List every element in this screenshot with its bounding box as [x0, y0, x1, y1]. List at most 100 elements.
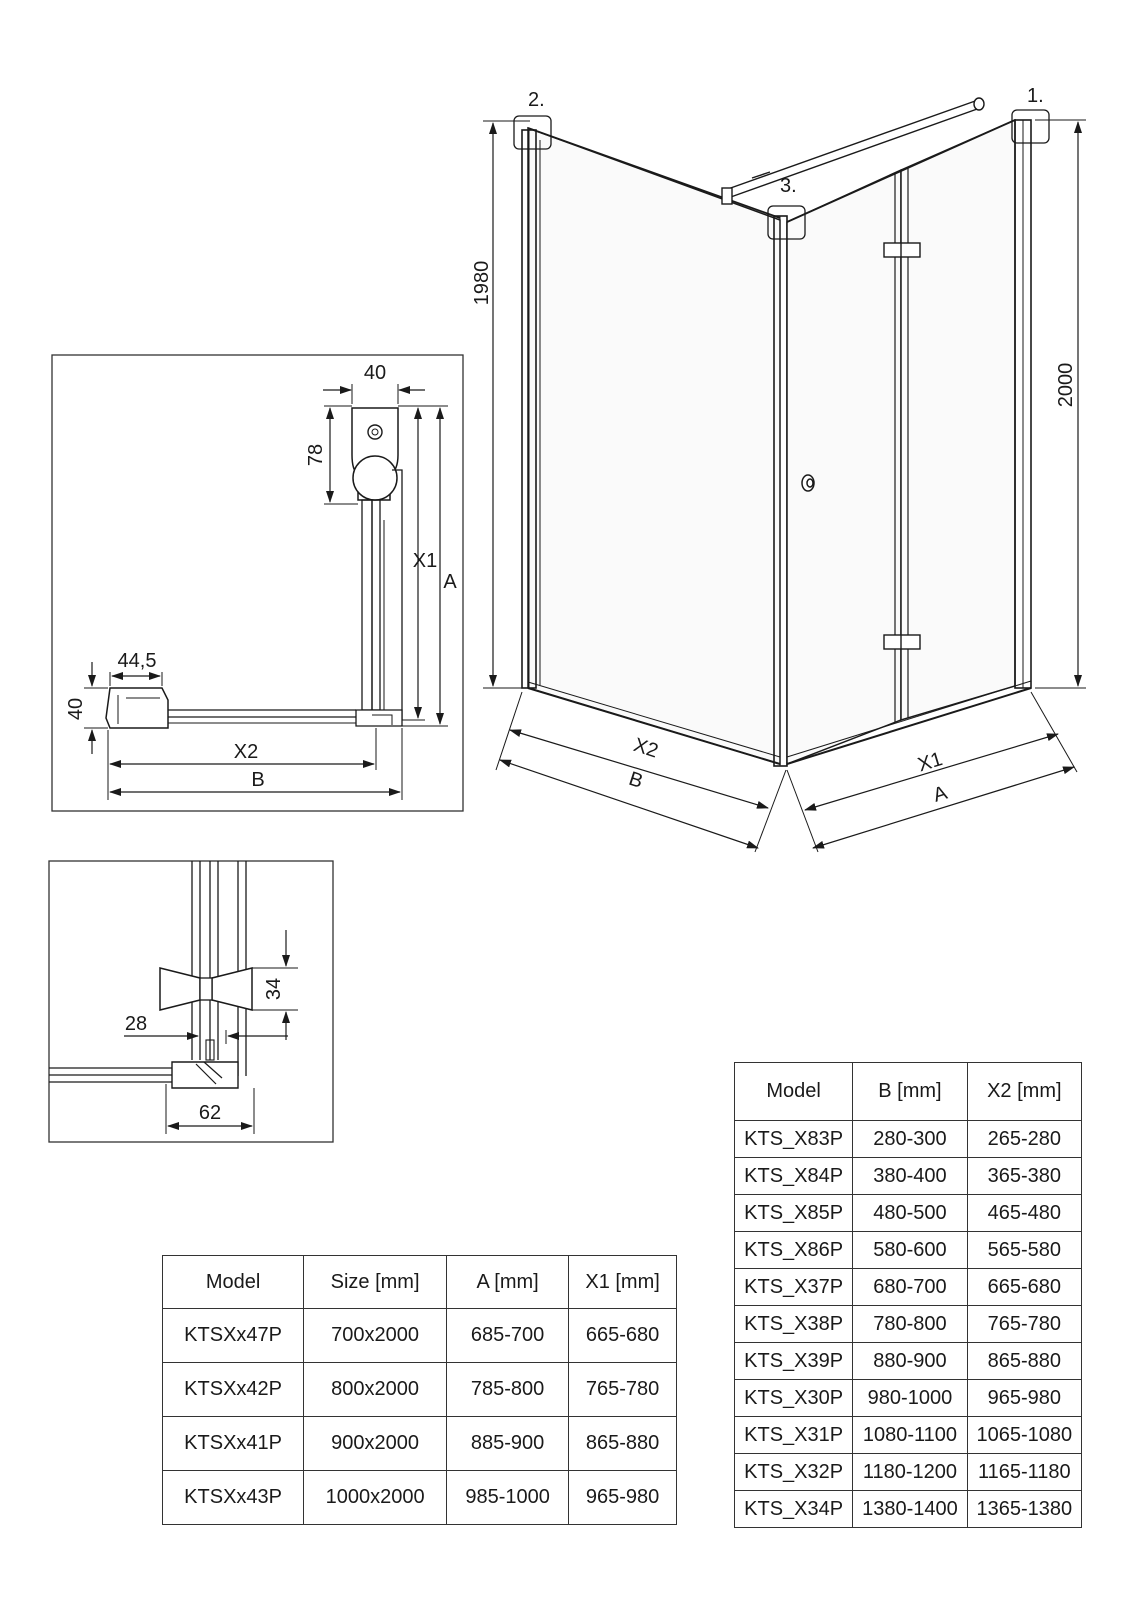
detail-view-labels: 34 28 62 — [125, 978, 285, 1124]
dim-62: 62 — [199, 1102, 221, 1124]
cell: KTS_X31P — [733, 1416, 854, 1454]
cell: KTSXx43P — [161, 1470, 305, 1525]
dim-40-left: 40 — [65, 698, 87, 720]
cell: 880-900 — [852, 1342, 968, 1380]
door-panel-right — [900, 118, 1016, 722]
hinge-top — [883, 242, 921, 258]
cell: 565-580 — [966, 1231, 1083, 1269]
cell: 900x2000 — [303, 1416, 447, 1471]
table-row: KTSXx42P 800x2000 785-800 765-780 — [161, 1362, 677, 1417]
door-panel-left — [786, 168, 902, 766]
cell: 700x2000 — [303, 1308, 447, 1363]
top-view-frame — [51, 354, 464, 812]
cell: KTS_X85P — [733, 1194, 854, 1232]
dim-78: 78 — [305, 444, 327, 466]
dim-34: 34 — [263, 978, 285, 1000]
callout-box-3 — [767, 205, 806, 240]
cell: 1000x2000 — [303, 1470, 447, 1525]
cell: 765-780 — [966, 1305, 1083, 1343]
dim-x1: X1 — [413, 550, 437, 572]
table-row: KTSXx43P 1000x2000 985-1000 965-980 — [161, 1470, 677, 1525]
x1-label: X1 — [915, 748, 945, 776]
cell: 365-380 — [966, 1157, 1083, 1195]
cell: 680-700 — [852, 1268, 968, 1306]
cell: 380-400 — [852, 1157, 968, 1195]
cell: 780-800 — [852, 1305, 968, 1343]
cell: 785-800 — [445, 1362, 570, 1417]
callout-2-label: 2. — [528, 89, 545, 111]
col-model: Model — [733, 1062, 854, 1121]
col-x2: X2 [mm] — [966, 1062, 1083, 1121]
height-2000-label: 2000 — [1055, 363, 1077, 408]
cell: KTS_X39P — [733, 1342, 854, 1380]
cell: 765-780 — [568, 1362, 677, 1417]
callout-1-label: 1. — [1027, 85, 1044, 107]
cell: 665-680 — [966, 1268, 1083, 1306]
cell: 965-980 — [568, 1470, 677, 1525]
top-view-labels: 40 78 X1 A 44,5 40 X2 B — [65, 362, 457, 791]
cell: KTS_X32P — [733, 1453, 854, 1491]
cell: 865-880 — [568, 1416, 677, 1471]
cell: 965-980 — [966, 1379, 1083, 1417]
table-row: KTSXx47P 700x2000 685-700 665-680 — [161, 1308, 677, 1363]
cell: 985-1000 — [445, 1470, 570, 1525]
cell: 580-600 — [852, 1231, 968, 1269]
stabilizer-bar — [721, 97, 985, 205]
cell: KTS_X83P — [733, 1120, 854, 1158]
cell: 980-1000 — [852, 1379, 968, 1417]
cell: KTS_X30P — [733, 1379, 854, 1417]
table-row: KTSXx41P 900x2000 885-900 865-880 — [161, 1416, 677, 1471]
col-size: Size [mm] — [303, 1255, 447, 1309]
col-b: B [mm] — [852, 1062, 968, 1121]
cell: KTS_X86P — [733, 1231, 854, 1269]
table-header-row: Model B [mm] X2 [mm] — [733, 1062, 1083, 1121]
table-header-row: Model Size [mm] A [mm] X1 [mm] — [161, 1255, 677, 1309]
x2-label: X2 — [631, 734, 661, 762]
cell: 1180-1200 — [852, 1453, 968, 1491]
cell: KTSXx42P — [161, 1362, 305, 1417]
cell: 885-900 — [445, 1416, 570, 1471]
callout-box-1 — [1011, 109, 1050, 144]
cell: 280-300 — [852, 1120, 968, 1158]
dim-40-top: 40 — [364, 362, 386, 384]
col-model: Model — [161, 1255, 305, 1309]
cell: 865-880 — [966, 1342, 1083, 1380]
cell: KTS_X84P — [733, 1157, 854, 1195]
detail-view-drawing — [49, 861, 298, 1134]
cell: 265-280 — [966, 1120, 1083, 1158]
cell: KTS_X37P — [733, 1268, 854, 1306]
b-label: B — [626, 768, 645, 793]
dim-44-5: 44,5 — [118, 650, 157, 672]
cell: KTS_X34P — [733, 1490, 854, 1528]
height-1980-label: 1980 — [471, 261, 493, 306]
cell: KTSXx47P — [161, 1308, 305, 1363]
callout-3-label: 3. — [780, 175, 797, 197]
col-x1: X1 [mm] — [568, 1255, 677, 1309]
cell: KTS_X38P — [733, 1305, 854, 1343]
cell: 480-500 — [852, 1194, 968, 1232]
cell: 1080-1100 — [852, 1416, 968, 1454]
callout-box-2 — [513, 115, 552, 150]
dim-x2: X2 — [234, 741, 258, 763]
size-table-a-x1: Model Size [mm] A [mm] X1 [mm] KTSXx47P … — [161, 1255, 677, 1525]
cell: 1065-1080 — [966, 1416, 1083, 1454]
shower-enclosure-perspective — [483, 97, 1086, 853]
cell: KTSXx41P — [161, 1416, 305, 1471]
cell: 665-680 — [568, 1308, 677, 1363]
detail-view-frame — [48, 860, 334, 1143]
cell: 465-480 — [966, 1194, 1083, 1232]
col-a: A [mm] — [445, 1255, 570, 1309]
top-view-drawing — [84, 384, 448, 800]
